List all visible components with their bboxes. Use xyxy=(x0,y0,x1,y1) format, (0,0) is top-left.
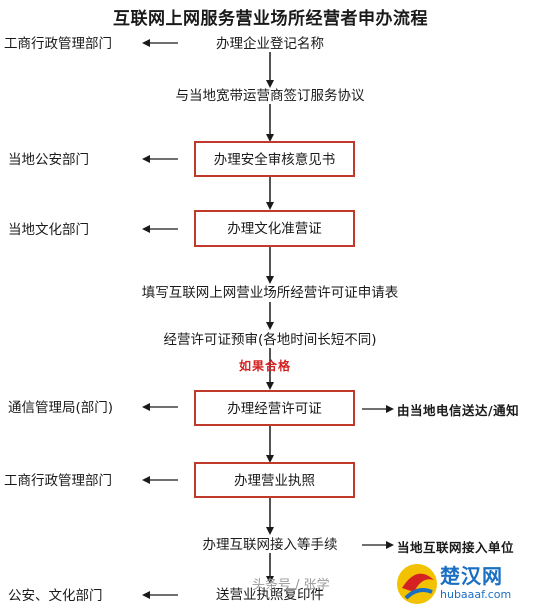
step-license-pre-review: 经营许可证预审(各地时间长短不同) xyxy=(163,332,377,348)
left-label-telecom: 通信管理局(部门) xyxy=(8,400,114,416)
logo-emblem-icon xyxy=(397,564,437,604)
left-label-icbureau-1: 工商行政管理部门 xyxy=(4,36,112,52)
left-label-icbureau-2: 工商行政管理部门 xyxy=(4,473,112,489)
step-register-name: 办理企业登记名称 xyxy=(216,36,324,52)
logo-name: 楚汉网 xyxy=(440,564,503,588)
step-send-license-copy: 送营业执照复印件 xyxy=(216,587,324,603)
step-application-form: 填写互联网上网营业场所经营许可证申请表 xyxy=(141,285,399,301)
left-label-police-culture: 公安、文化部门 xyxy=(8,588,103,604)
left-label-culture: 当地文化部门 xyxy=(8,222,89,238)
step-culture-permit-box: 办理文化准营证 xyxy=(194,210,355,247)
right-label-telecom-notice: 由当地电信送达/通知 xyxy=(397,403,520,418)
step-security-review-box: 办理安全审核意见书 xyxy=(194,141,355,177)
step-broadband-agreement: 与当地宽带运营商签订服务协议 xyxy=(175,88,365,104)
left-label-police: 当地公安部门 xyxy=(8,152,89,168)
logo-url: hubaaaf.com xyxy=(440,588,512,601)
watermark-text: 头条号 / 张学 xyxy=(252,578,330,593)
diagram-title: 互联网上网服务营业场所经营者申办流程 xyxy=(113,9,428,29)
step-business-license-box: 办理经营许可证 xyxy=(194,390,355,426)
step-commerce-license-box: 办理营业执照 xyxy=(194,462,355,498)
right-label-isp: 当地互联网接入单位 xyxy=(397,540,515,555)
condition-qualified: 如果合格 xyxy=(239,359,292,373)
step-internet-access: 办理互联网接入等手续 xyxy=(202,537,338,553)
